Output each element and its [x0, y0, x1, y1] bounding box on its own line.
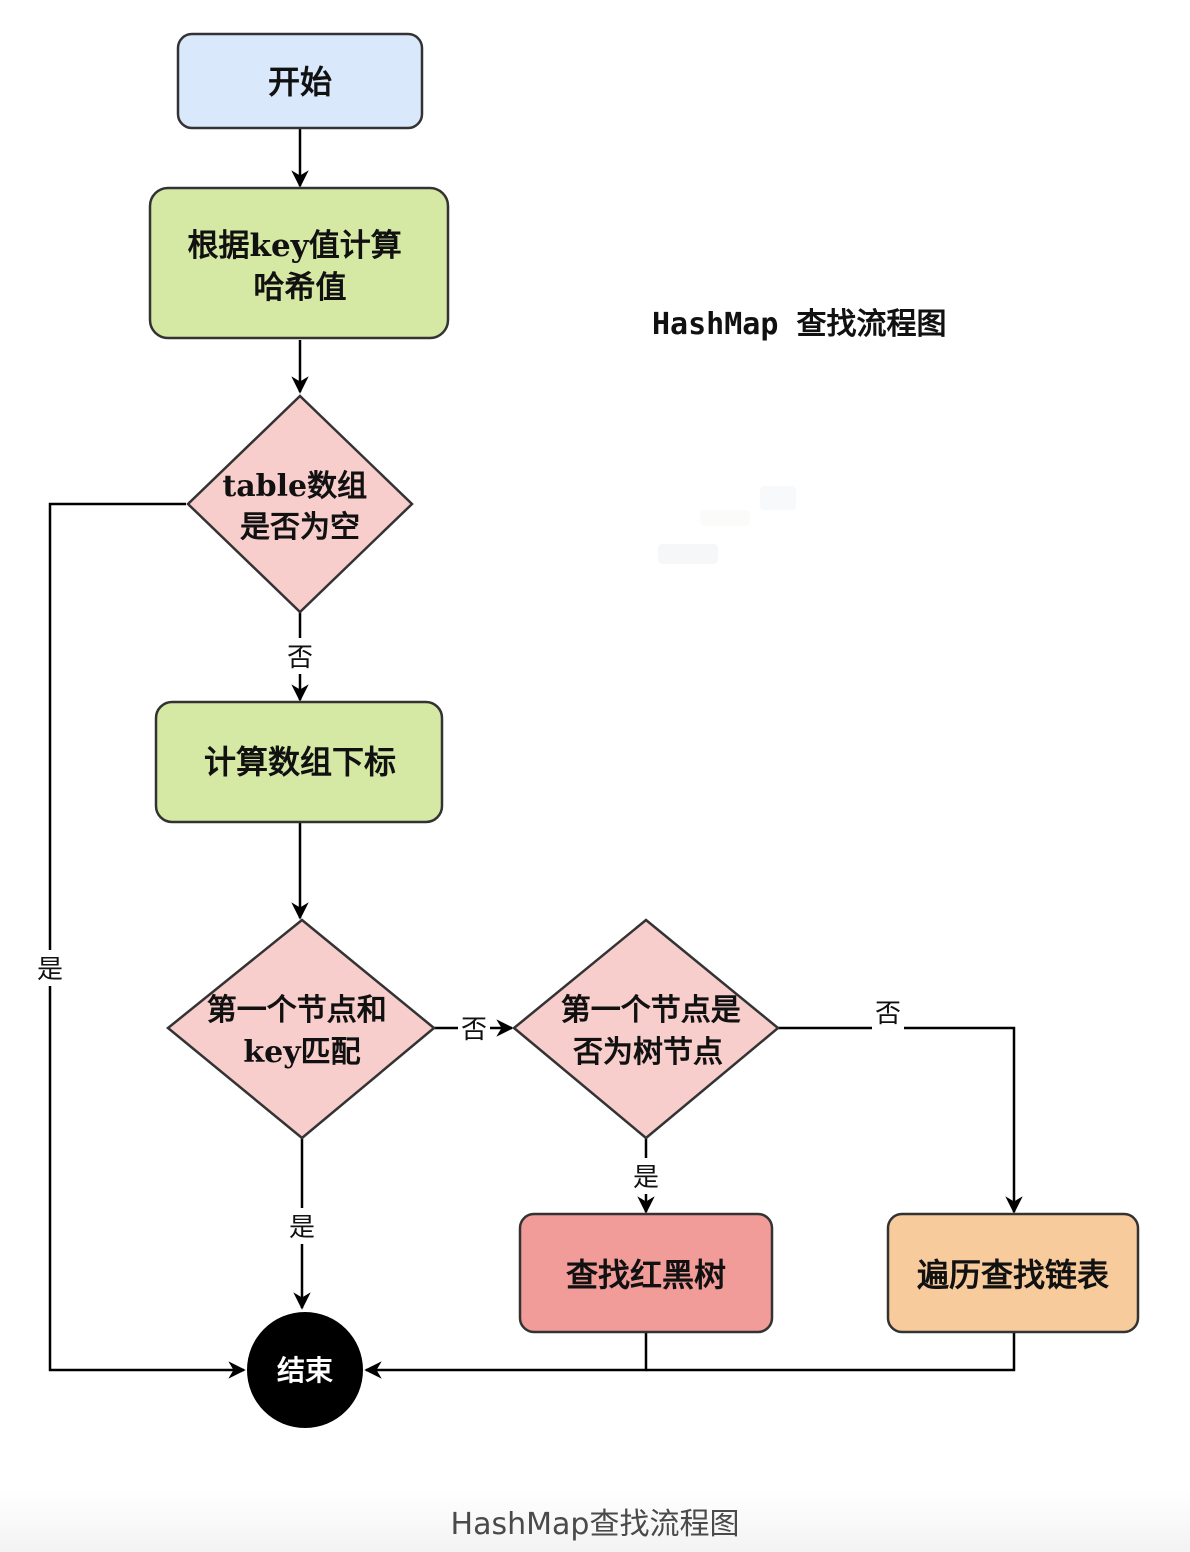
node-first-match: 第一个节点和 key匹配: [166, 918, 436, 1140]
node-start: 开始: [176, 32, 424, 130]
node-end-shape: [247, 1312, 363, 1428]
label-table-empty-no: 否: [287, 643, 313, 673]
label-first-match-yes: 是: [289, 1213, 315, 1243]
node-hash-text: 根据key值计算 哈希值: [187, 228, 412, 306]
node-first-match-shape: [166, 918, 436, 1140]
diagram-title: HashMap 查找流程图: [652, 307, 947, 342]
edge-labels: 否 是 否 是 是 否: [34, 638, 904, 1244]
node-index: 计算数组下标: [154, 700, 444, 824]
node-linked-list: 遍历查找链表: [886, 1212, 1140, 1334]
node-is-tree-shape: [512, 918, 780, 1140]
nodes: 开始 根据key值计算 哈希值 table数组 是否为空 计算数组下标: [148, 32, 1140, 1428]
caption: HashMap查找流程图: [450, 1507, 740, 1542]
node-linked-list-shape: [886, 1212, 1140, 1334]
node-hash-shape: [148, 186, 450, 340]
faint-watermark: [658, 486, 796, 564]
caption-bar: HashMap查找流程图: [0, 1490, 1190, 1552]
edge-table-empty-yes: [48, 502, 246, 1379]
node-rb-tree: 查找红黑树: [518, 1212, 774, 1334]
node-linked-list-text: 遍历查找链表: [917, 1256, 1109, 1294]
node-start-text: 开始: [268, 63, 332, 101]
label-table-empty-yes: 是: [37, 955, 63, 985]
node-is-tree-text: 第一个节点是 否为树节点: [561, 993, 751, 1070]
node-hash: 根据key值计算 哈希值: [148, 186, 450, 340]
node-start-shape: [176, 32, 424, 130]
node-index-shape: [154, 700, 444, 824]
edge-linked-list-to-end: [646, 1332, 1016, 1372]
node-table-empty-text: table数组 是否为空: [222, 469, 377, 545]
edge-is-tree-no: [778, 1026, 1023, 1214]
node-table-empty-shape: [186, 394, 414, 614]
label-first-match-no: 否: [461, 1015, 487, 1045]
node-index-text: 计算数组下标: [204, 743, 396, 781]
node-table-empty: table数组 是否为空: [186, 394, 414, 614]
edge-rb-tree-to-end: [364, 1332, 648, 1379]
node-rb-tree-shape: [518, 1212, 774, 1334]
node-end: 结束: [247, 1312, 363, 1428]
flowchart-canvas: 否 是 否 是 是 否 开始 根据key值计算 哈希值: [34, 32, 1140, 1428]
label-is-tree-yes: 是: [633, 1163, 659, 1193]
label-is-tree-no: 否: [875, 999, 901, 1029]
node-is-tree: 第一个节点是 否为树节点: [512, 918, 780, 1140]
node-first-match-text: 第一个节点和 key匹配: [207, 993, 397, 1070]
node-rb-tree-text: 查找红黑树: [566, 1256, 726, 1294]
node-end-text: 结束: [277, 1354, 333, 1387]
